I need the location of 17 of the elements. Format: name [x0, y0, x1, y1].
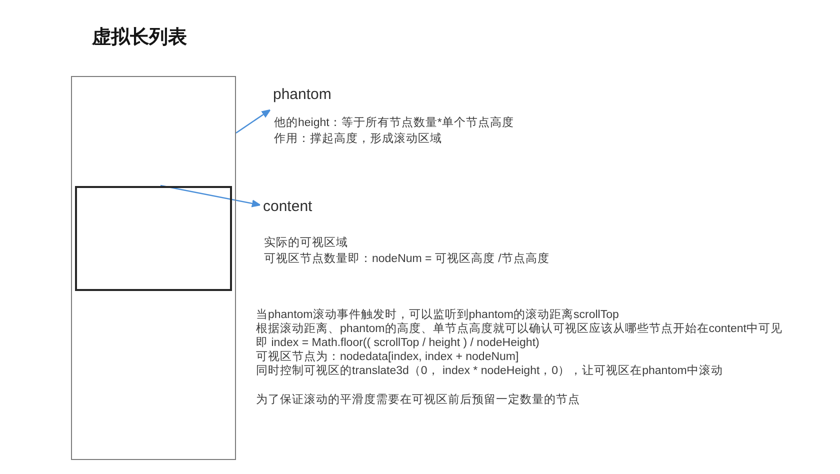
- inner-box: [74, 186, 232, 290]
- outer-box: [71, 76, 236, 460]
- arrow: [160, 184, 261, 208]
- description-text: 实际的可视区域: [264, 236, 348, 251]
- note-text: 同时控制可视区的translate3d（0， index * nodeHeight，0），让可视区在phantom中滚动: [256, 364, 723, 378]
- description-text: 作用：撑起高度，形成滚动区域: [274, 132, 442, 146]
- node-title: content: [263, 198, 312, 216]
- description-text: 可视区节点数量即：nodeNum = 可视区高度 /节点高度: [264, 252, 550, 266]
- description-text: 他的height：等于所有节点数量*单个节点高度: [274, 116, 514, 131]
- title: 虚拟长列表: [92, 27, 187, 49]
- note-text: 为了保证滚动的平滑度需要在可视区前后预留一定数量的节点: [256, 393, 580, 407]
- node-title: phantom: [273, 86, 332, 104]
- arrow: [236, 109, 271, 134]
- note-text: 根据滚动距离、phantom的高度、单节点高度就可以确认可视区应该从哪些节点开始在content中可见: [256, 322, 782, 336]
- note-text: 可视区节点为：nodedata[index, index + nodeNum]: [256, 350, 519, 364]
- note-text: 当phantom滚动事件触发时，可以监听到phantom的滚动距离scrollTop: [256, 308, 619, 322]
- note-text: 即 index = Math.floor(( scrollTop / height ) / nodeHeight): [256, 336, 540, 350]
